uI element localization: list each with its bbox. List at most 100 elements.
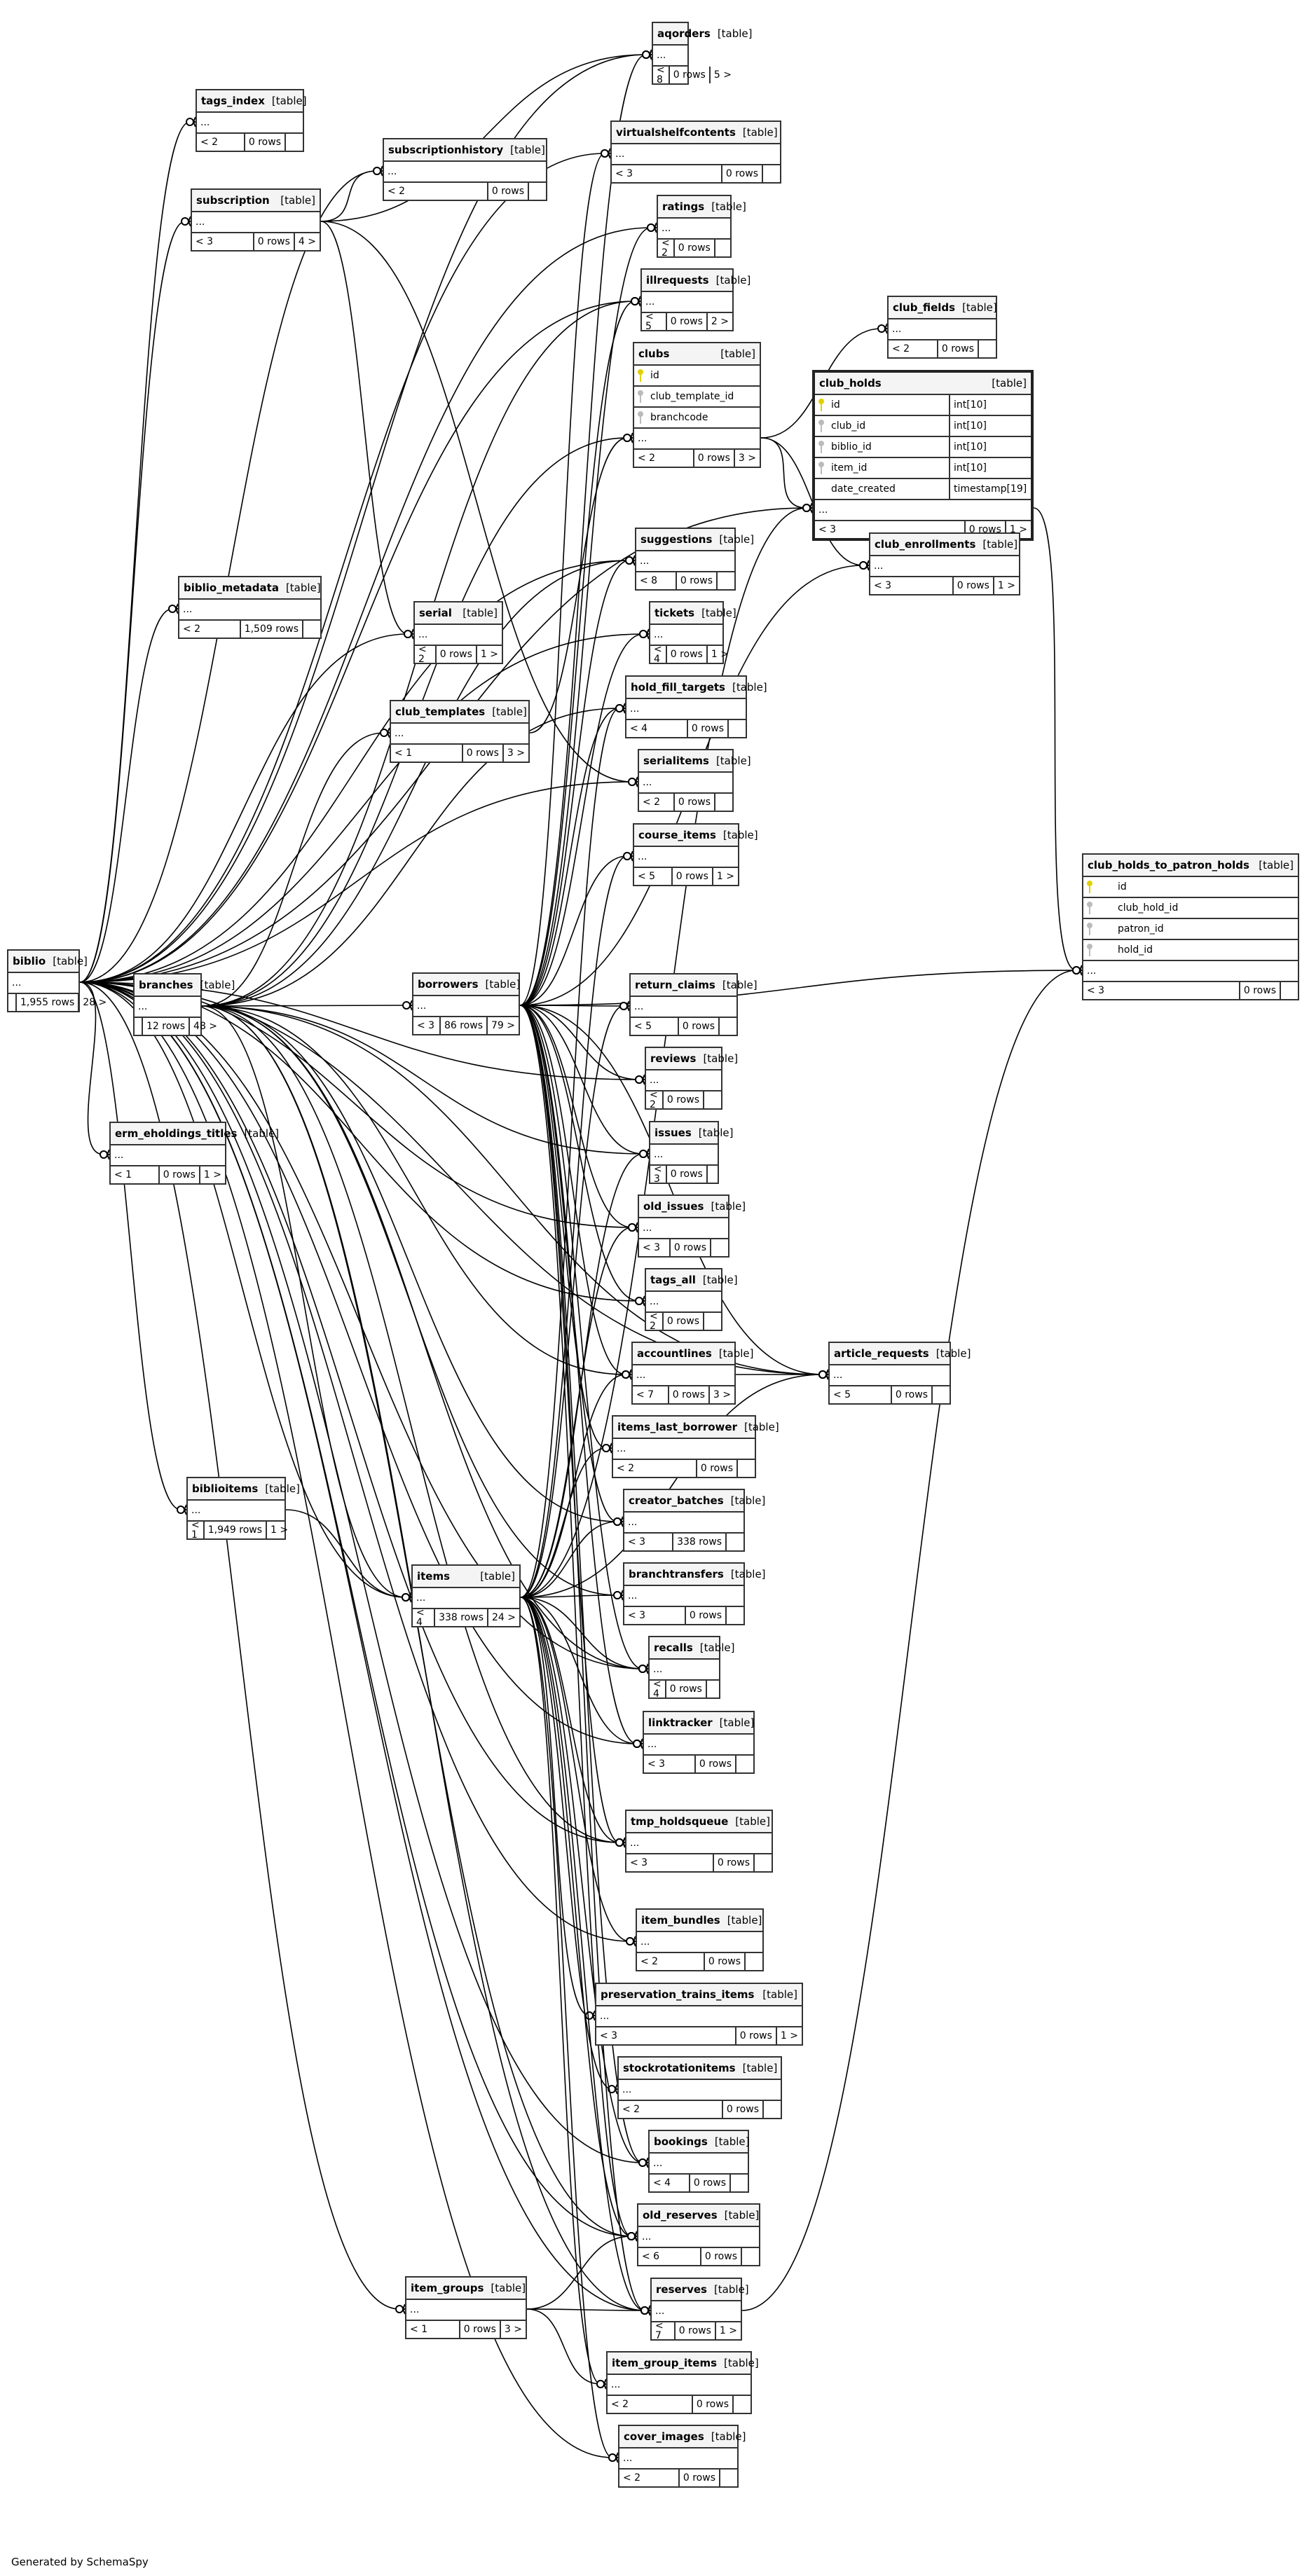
parents-count[interactable]: < 2 xyxy=(183,624,201,635)
parents-count[interactable]: < 5 xyxy=(638,871,656,882)
children-count[interactable] xyxy=(716,572,734,589)
parents-count[interactable]: < 3 xyxy=(1087,985,1105,996)
column-row[interactable]: patron_id xyxy=(1083,919,1298,940)
more-columns[interactable]: ... xyxy=(830,1365,950,1386)
more-columns[interactable]: ... xyxy=(624,1513,743,1534)
children-count[interactable] xyxy=(931,1386,950,1403)
parents-count[interactable]: < 3 xyxy=(874,580,892,591)
children-count[interactable] xyxy=(710,1239,728,1256)
parents-count[interactable]: < 3 xyxy=(615,168,633,179)
parents-count[interactable] xyxy=(135,1018,142,1035)
more-columns[interactable]: ... xyxy=(652,2301,741,2322)
more-columns[interactable]: ... xyxy=(188,1501,285,1522)
parents-count[interactable]: < 3 xyxy=(630,1857,648,1868)
children-count[interactable]: 4 > xyxy=(293,233,320,250)
more-columns[interactable]: ... xyxy=(391,724,528,745)
more-columns[interactable]: ... xyxy=(413,1588,519,1609)
parents-count[interactable]: < 2 xyxy=(388,186,406,197)
more-columns[interactable]: ... xyxy=(639,773,732,794)
children-count[interactable] xyxy=(978,340,996,357)
children-count[interactable] xyxy=(725,1534,743,1550)
children-count[interactable]: 1 > xyxy=(711,868,738,885)
children-count[interactable] xyxy=(735,1756,753,1772)
parents-count[interactable]: < 2 xyxy=(418,644,427,665)
parents-count[interactable]: < 6 xyxy=(642,2251,660,2262)
children-count[interactable] xyxy=(302,621,320,638)
children-count[interactable] xyxy=(703,1313,721,1330)
parents-count[interactable]: < 4 xyxy=(654,644,662,665)
more-columns[interactable]: ... xyxy=(624,1586,743,1607)
parents-count[interactable]: < 2 xyxy=(643,797,661,808)
parents-count[interactable]: < 5 xyxy=(833,1389,851,1400)
more-columns[interactable]: ... xyxy=(637,1932,762,1953)
children-count[interactable] xyxy=(753,1854,772,1871)
parents-count[interactable]: < 5 xyxy=(634,1021,652,1032)
more-columns[interactable]: ... xyxy=(650,1660,719,1681)
more-columns[interactable]: ... xyxy=(111,1145,225,1166)
children-count[interactable]: 2 > xyxy=(706,313,732,330)
parents-count[interactable]: < 1 xyxy=(395,748,413,759)
children-count[interactable] xyxy=(528,183,546,200)
more-columns[interactable]: ... xyxy=(626,699,746,720)
parents-count[interactable]: < 3 xyxy=(654,1164,662,1185)
children-count[interactable]: 5 > xyxy=(708,67,735,83)
more-columns[interactable]: ... xyxy=(646,1292,721,1313)
more-columns[interactable]: ... xyxy=(639,1218,728,1239)
parents-count[interactable]: < 3 xyxy=(818,524,837,535)
children-count[interactable] xyxy=(762,165,780,182)
more-columns[interactable]: ... xyxy=(634,429,760,450)
more-columns[interactable]: ... xyxy=(384,162,546,183)
more-columns[interactable]: ... xyxy=(612,144,780,165)
children-count[interactable]: 1 > xyxy=(266,1522,292,1538)
children-count[interactable]: 1 > xyxy=(714,2322,741,2339)
children-count[interactable]: 3 > xyxy=(733,450,760,467)
more-columns[interactable]: ... xyxy=(135,997,200,1018)
parents-count[interactable]: < 4 xyxy=(416,1607,425,1628)
children-count[interactable] xyxy=(719,2470,737,2486)
children-count[interactable] xyxy=(732,2396,751,2413)
parents-count[interactable]: < 1 xyxy=(191,1520,200,1541)
more-columns[interactable]: ... xyxy=(406,2300,526,2321)
more-columns[interactable]: ... xyxy=(870,556,1019,577)
children-count[interactable] xyxy=(714,794,732,811)
parents-count[interactable]: < 3 xyxy=(643,1242,661,1253)
children-count[interactable]: 24 > xyxy=(487,1609,519,1626)
children-count[interactable] xyxy=(744,1953,762,1970)
more-columns[interactable]: ... xyxy=(619,2080,781,2101)
more-columns[interactable]: ... xyxy=(638,2227,759,2248)
parents-count[interactable]: < 1 xyxy=(410,2324,428,2335)
column-row[interactable]: branchcode xyxy=(634,408,760,429)
more-columns[interactable]: ... xyxy=(650,625,722,646)
children-count[interactable] xyxy=(736,1460,755,1477)
children-count[interactable]: 3 > xyxy=(502,745,528,762)
parents-count[interactable]: < 4 xyxy=(653,1679,662,1700)
more-columns[interactable]: ... xyxy=(596,2006,802,2027)
children-count[interactable]: 48 > xyxy=(189,1018,221,1035)
more-columns[interactable]: ... xyxy=(658,219,730,240)
children-count[interactable]: 79 > xyxy=(486,1017,519,1034)
